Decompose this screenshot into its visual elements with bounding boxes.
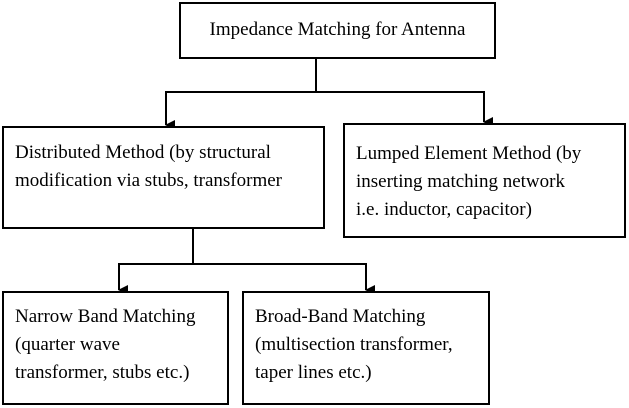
narrow-band-matching-box: Narrow Band Matching (quarter wave trans… xyxy=(2,291,229,405)
narrow-band-line-3: transformer, stubs etc.) xyxy=(15,362,190,383)
broad-band-line-2: (multisection transformer, xyxy=(255,334,453,355)
narrow-band-line-1: Narrow Band Matching xyxy=(15,306,196,327)
broad-band-line-3: taper lines etc.) xyxy=(255,362,372,383)
lumped-element-line-1: Lumped Element Method (by xyxy=(356,143,582,164)
lumped-element-line-3: i.e. inductor, capacitor) xyxy=(356,199,532,220)
broad-band-line-1: Broad-Band Matching xyxy=(255,306,426,327)
broad-band-matching-box: Broad-Band Matching (multisection transf… xyxy=(242,291,490,405)
lumped-element-method-box: Lumped Element Method (by inserting matc… xyxy=(343,123,626,238)
lumped-element-line-2: inserting matching network xyxy=(356,171,565,192)
narrow-band-line-2: (quarter wave xyxy=(15,334,120,355)
distributed-method-box: Distributed Method (by structural modifi… xyxy=(2,126,325,229)
root-node-box: Impedance Matching for Antenna xyxy=(179,2,496,59)
distributed-method-line-1: Distributed Method (by structural xyxy=(15,142,271,163)
distributed-method-line-2: modification via stubs, transformer xyxy=(15,170,282,191)
root-node-label: Impedance Matching for Antenna xyxy=(209,19,466,40)
